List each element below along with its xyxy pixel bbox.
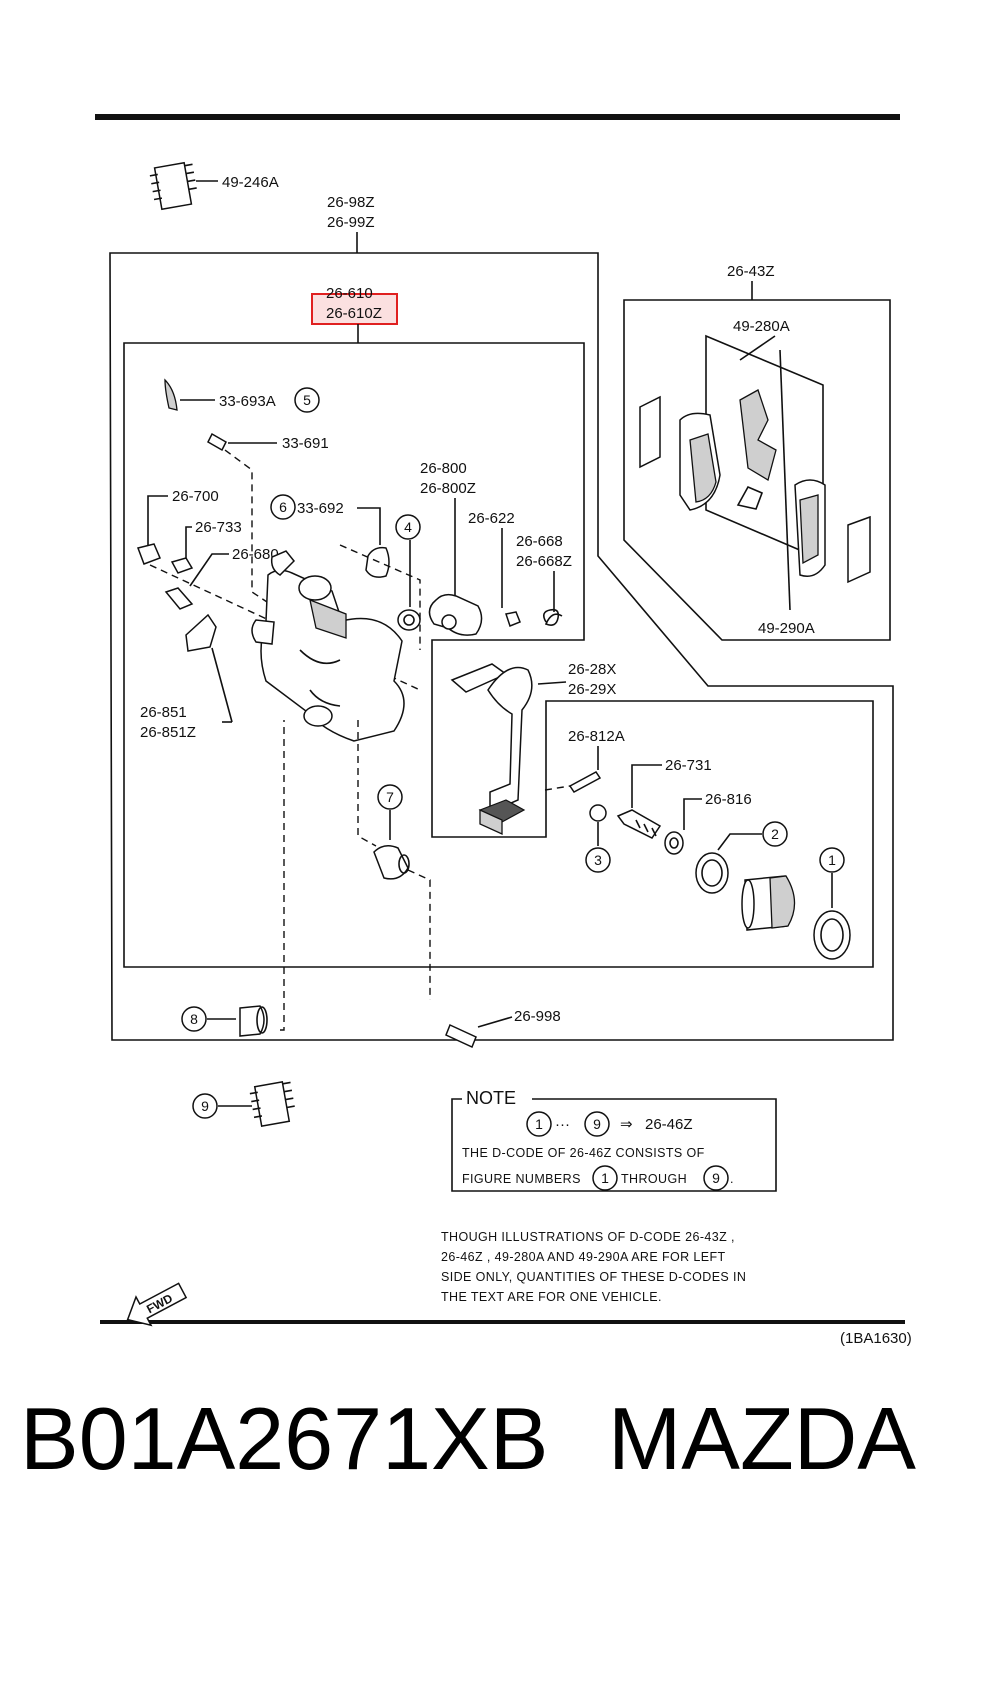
part-26-731	[616, 809, 662, 839]
label-26-812a: 26-812A	[568, 728, 625, 745]
label-26-998: 26-998	[514, 1008, 561, 1025]
pin-26-812a	[568, 771, 602, 793]
diagram-code: (1BA1630)	[840, 1330, 912, 1347]
brand-name: MAZDA	[608, 1389, 916, 1488]
disclaimer-line2: 26-46Z , 49-280A AND 49-290A ARE FOR LEF…	[441, 1250, 726, 1264]
circle-1-label: 1	[828, 852, 836, 868]
label-26-851: 26-851	[140, 704, 187, 721]
label-26-98z: 26-98Z	[327, 194, 375, 211]
circle-6	[270, 494, 296, 520]
seal-4	[397, 609, 421, 631]
label-26-700: 26-700	[172, 488, 219, 505]
highlight-box	[311, 293, 398, 325]
note-circle-9: 9	[593, 1116, 601, 1132]
circle-5	[294, 387, 320, 413]
brake-pad-right	[794, 479, 871, 584]
piston	[741, 875, 796, 931]
o-ring-3	[589, 804, 607, 822]
disclaimer-line4: THE TEXT ARE FOR ONE VEHICLE.	[441, 1290, 662, 1304]
label-26-733: 26-733	[195, 519, 242, 536]
label-26-816: 26-816	[705, 791, 752, 808]
label-26-610: 26-610	[326, 285, 373, 302]
circle-7	[377, 784, 403, 810]
circle-6-label: 6	[279, 499, 287, 515]
part-number: B01A2671XB	[20, 1389, 549, 1488]
circle-4-label: 4	[404, 519, 412, 535]
circle-8-label: 8	[190, 1011, 198, 1027]
circle-1	[819, 847, 845, 873]
circle-4	[395, 514, 421, 540]
grease-packet-icon	[149, 161, 197, 211]
circle-8	[181, 1006, 207, 1032]
spring-26-668	[542, 608, 563, 626]
circle-9-label: 9	[201, 1098, 209, 1114]
bolt-26-998	[445, 1023, 477, 1049]
bolt-26-680	[164, 587, 194, 610]
label-26-29x: 26-29X	[568, 681, 616, 698]
note-line3c: .	[730, 1172, 734, 1186]
label-26-610z: 26-610Z	[326, 305, 382, 322]
bolt-26-700	[137, 543, 161, 565]
note-line2: THE D-CODE OF 26-46Z CONSISTS OF	[462, 1146, 705, 1160]
inner-frame	[123, 342, 874, 968]
label-26-731: 26-731	[665, 757, 712, 774]
note-line3b: THROUGH	[621, 1172, 687, 1186]
note-set-code: 26-46Z	[645, 1116, 693, 1133]
grease-packet-icon	[249, 1081, 295, 1127]
piston-boot-1	[813, 910, 851, 960]
label-26-668z: 26-668Z	[516, 553, 572, 570]
label-26-800z: 26-800Z	[420, 480, 476, 497]
note-circle-1b: 1	[601, 1170, 609, 1186]
label-26-99z: 26-99Z	[327, 214, 375, 231]
label-26-680: 26-680	[232, 546, 279, 563]
brake-pad-left	[639, 395, 721, 511]
note-line3a: FIGURE NUMBERS	[462, 1172, 581, 1186]
clip-26-851	[185, 613, 217, 652]
lever-26-28x	[450, 663, 533, 836]
circle-2	[762, 821, 788, 847]
label-49-246a: 49-246A	[222, 174, 279, 191]
note-circle-1: 1	[535, 1116, 543, 1132]
bleeder-screw	[207, 432, 227, 452]
label-49-290a: 49-290A	[758, 620, 815, 637]
circle-3-label: 3	[594, 852, 602, 868]
boot-6	[365, 546, 390, 578]
circle-9	[192, 1093, 218, 1119]
note-box: NOTE 1 ··· 9 ⇒ 26-46Z THE D-CODE OF 26-4…	[451, 1088, 777, 1192]
label-26-28x: 26-28X	[568, 661, 616, 678]
label-26-622: 26-622	[468, 510, 515, 527]
circle-3	[585, 847, 611, 873]
note-title: NOTE	[466, 1088, 516, 1108]
note-range-sep: ···	[555, 1116, 570, 1133]
note-circle-9b: 9	[712, 1170, 720, 1186]
caliper-body	[251, 550, 405, 742]
note-arrow: ⇒	[620, 1116, 633, 1133]
part-26-622	[505, 611, 521, 627]
pad-set-frame	[623, 299, 891, 641]
fwd-arrow-icon: FWD	[126, 1282, 188, 1327]
circle-2-label: 2	[771, 826, 779, 842]
dust-cap	[164, 378, 178, 411]
circle-5-label: 5	[303, 392, 311, 408]
label-26-43z: 26-43Z	[727, 263, 775, 280]
circle-7-label: 7	[386, 789, 394, 805]
label-26-800: 26-800	[420, 460, 467, 477]
label-33-691: 33-691	[282, 435, 329, 452]
label-26-851z: 26-851Z	[140, 724, 196, 741]
part-26-800	[428, 593, 483, 636]
seal-ring-2	[695, 852, 729, 894]
label-26-668: 26-668	[516, 533, 563, 550]
outer-frame	[109, 252, 894, 1041]
washer-26-816	[664, 831, 684, 855]
label-49-280a: 49-280A	[733, 318, 790, 335]
label-33-693a: 33-693A	[219, 393, 276, 410]
disclaimer-line1: THOUGH ILLUSTRATIONS OF D-CODE 26-43Z ,	[441, 1230, 735, 1244]
disclaimer-line3: SIDE ONLY, QUANTITIES OF THESE D-CODES I…	[441, 1270, 746, 1284]
label-33-692: 33-692	[297, 500, 344, 517]
bushing-7	[373, 845, 409, 880]
